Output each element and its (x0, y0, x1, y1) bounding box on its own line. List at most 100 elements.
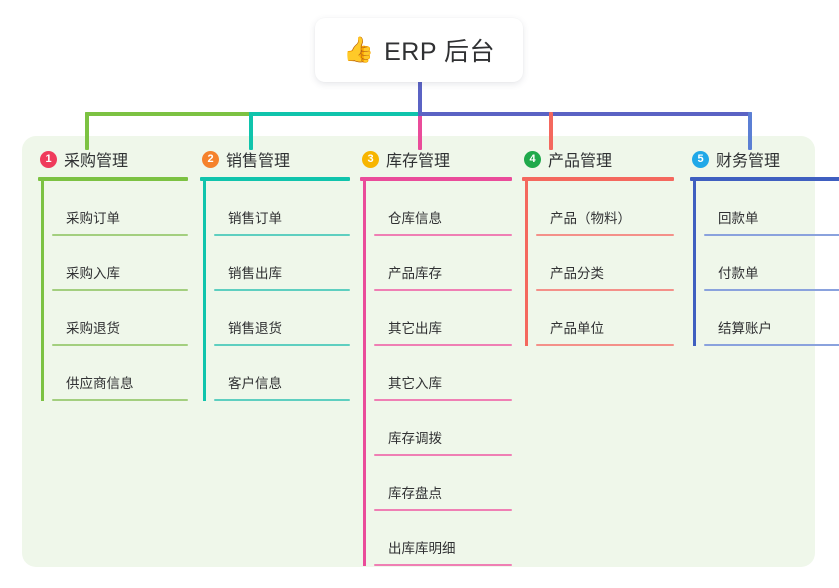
branch-item-rule (536, 288, 674, 291)
branch-item[interactable]: 产品分类 (536, 236, 674, 291)
branch-item-label: 产品分类 (550, 266, 604, 281)
connector-trunk (418, 80, 422, 116)
connector-bar-left (85, 112, 251, 116)
branch-column-2: 2 销售管理销售订单销售出库销售退货客户信息 (200, 146, 350, 401)
branch-item-label: 产品库存 (388, 266, 442, 281)
branch-item-label: 出库库明细 (388, 541, 456, 556)
branch-item[interactable]: 仓库信息 (374, 181, 512, 236)
branch-item-label: 销售出库 (228, 266, 282, 281)
branch-spine (693, 181, 696, 346)
diagram-background-panel (22, 136, 815, 567)
branch-item[interactable]: 销售订单 (214, 181, 350, 236)
branch-title: 销售管理 (226, 153, 291, 170)
branch-header-2[interactable]: 2 销售管理 (200, 146, 350, 172)
branch-item-label: 库存调拨 (388, 431, 442, 446)
branch-item-label: 付款单 (718, 266, 759, 281)
branch-item-rule (214, 343, 350, 346)
branch-number-badge: 1 (40, 150, 57, 168)
branch-header-rule (38, 177, 188, 181)
branch-item[interactable]: 采购退货 (52, 291, 188, 346)
branch-title: 库存管理 (386, 153, 451, 170)
branch-item[interactable]: 销售出库 (214, 236, 350, 291)
branch-spine (203, 181, 206, 401)
branch-item-rule (374, 563, 512, 566)
branch-column-4: 4 产品管理产品（物料） 产品分类产品单位 (522, 146, 674, 346)
root-node-erp-backend[interactable]: 👍 ERP 后台 (315, 18, 523, 82)
branch-item[interactable]: 产品库存 (374, 236, 512, 291)
branch-item-label: 采购订单 (66, 211, 120, 226)
branch-number-badge: 3 (362, 150, 379, 168)
branch-spine (363, 181, 366, 566)
branch-item[interactable]: 结算账户 (704, 291, 839, 346)
branch-item-rule (536, 233, 674, 236)
branch-item[interactable]: 付款单 (704, 236, 839, 291)
branch-header-rule (522, 177, 674, 181)
branch-item-rule (704, 233, 839, 236)
branch-item-label: 其它入库 (388, 376, 442, 391)
connector-drop-4 (549, 112, 553, 150)
connector-drop-1 (85, 112, 89, 150)
connector-bar-right (418, 112, 752, 116)
branch-item-label: 产品（物料） (550, 211, 631, 226)
branch-number-badge: 5 (692, 150, 709, 168)
branch-item-rule (214, 398, 350, 401)
branch-column-5: 5 财务管理回款单付款单结算账户 (690, 146, 839, 346)
branch-item-label: 销售退货 (228, 321, 282, 336)
branch-item-label: 销售订单 (228, 211, 282, 226)
branch-item-label: 其它出库 (388, 321, 442, 336)
branch-item-rule (374, 508, 512, 511)
branch-item-label: 回款单 (718, 211, 759, 226)
branch-item-rule (52, 288, 188, 291)
branch-item[interactable]: 库存调拨 (374, 401, 512, 456)
branch-item[interactable]: 客户信息 (214, 346, 350, 401)
branch-header-3[interactable]: 3 库存管理 (360, 146, 512, 172)
branch-item[interactable]: 采购订单 (52, 181, 188, 236)
branch-spine (41, 181, 44, 401)
branch-item-list: 销售订单销售出库销售退货客户信息 (200, 181, 350, 401)
connector-bar-middle (249, 112, 420, 116)
branch-number-badge: 2 (202, 150, 219, 168)
branch-header-5[interactable]: 5 财务管理 (690, 146, 839, 172)
connector-drop-5 (748, 112, 752, 150)
branch-item[interactable]: 其它入库 (374, 346, 512, 401)
branch-item-label: 供应商信息 (66, 376, 134, 391)
thumbs-up-icon: 👍 (342, 35, 375, 64)
branch-title: 财务管理 (716, 153, 781, 170)
branch-item-rule (536, 343, 674, 346)
connector-drop-2 (249, 112, 253, 150)
branch-item-list: 回款单付款单结算账户 (690, 181, 839, 346)
branch-item-rule (374, 288, 512, 291)
branch-item-rule (52, 343, 188, 346)
branch-item[interactable]: 采购入库 (52, 236, 188, 291)
branch-item-list: 仓库信息产品库存其它出库其它入库库存调拨库存盘点出库库明细 (360, 181, 512, 566)
branch-item-label: 采购入库 (66, 266, 120, 281)
branch-item-rule (704, 288, 839, 291)
branch-item[interactable]: 回款单 (704, 181, 839, 236)
branch-item[interactable]: 其它出库 (374, 291, 512, 346)
branch-number-badge: 4 (524, 150, 541, 168)
connector-drop-3 (418, 112, 422, 150)
branch-header-rule (200, 177, 350, 181)
branch-item-rule (704, 343, 839, 346)
branch-item-label: 结算账户 (718, 321, 772, 336)
branch-item-rule (374, 398, 512, 401)
branch-title: 产品管理 (548, 153, 613, 170)
branch-item-rule (214, 233, 350, 236)
branch-item-rule (374, 343, 512, 346)
branch-item-label: 客户信息 (228, 376, 282, 391)
branch-item[interactable]: 销售退货 (214, 291, 350, 346)
branch-item-list: 产品（物料） 产品分类产品单位 (522, 181, 674, 346)
branch-header-4[interactable]: 4 产品管理 (522, 146, 674, 172)
branch-item[interactable]: 产品单位 (536, 291, 674, 346)
branch-item-label: 库存盘点 (388, 486, 442, 501)
branch-item[interactable]: 出库库明细 (374, 511, 512, 566)
branch-item-rule (374, 233, 512, 236)
branch-item[interactable]: 产品（物料） (536, 181, 674, 236)
branch-item-rule (214, 288, 350, 291)
branch-item[interactable]: 库存盘点 (374, 456, 512, 511)
branch-item-list: 采购订单采购入库采购退货供应商信息 (38, 181, 188, 401)
branch-item[interactable]: 供应商信息 (52, 346, 188, 401)
